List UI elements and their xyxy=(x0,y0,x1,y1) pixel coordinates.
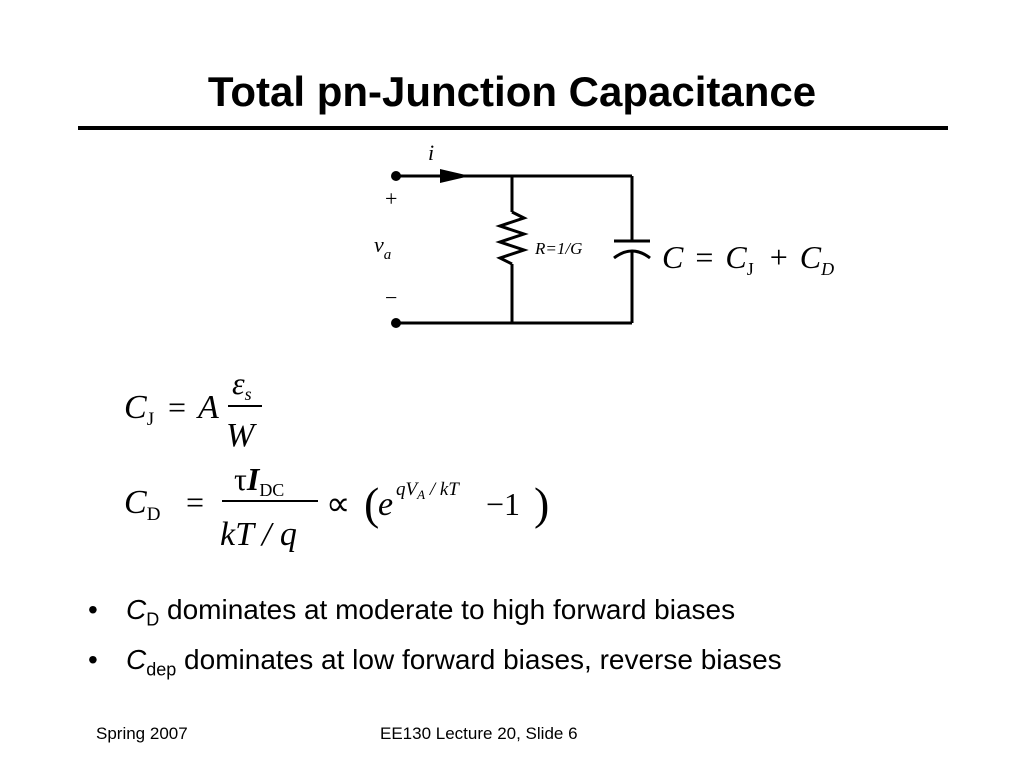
svg-text:): ) xyxy=(534,478,549,529)
svg-text:τIDC: τIDC xyxy=(234,461,284,500)
svg-text:∝: ∝ xyxy=(326,486,350,523)
svg-text:CJ: CJ xyxy=(124,389,154,430)
svg-text:(: ( xyxy=(364,478,379,529)
minus-label: − xyxy=(385,285,397,310)
svg-text:CD: CD xyxy=(124,484,160,525)
bullet-list: • CD dominates at moderate to high forwa… xyxy=(88,586,782,686)
plus-label: + xyxy=(385,186,397,211)
footer-slide-info: EE130 Lecture 20, Slide 6 xyxy=(380,724,578,743)
bullet-glyph: • xyxy=(88,594,98,625)
title-underline xyxy=(78,126,948,130)
voltage-label: va xyxy=(374,232,391,263)
footer-date: Spring 2007 xyxy=(96,724,188,743)
slide-title: Total pn-Junction Capacitance xyxy=(207,68,817,115)
terminal-top xyxy=(391,171,401,181)
bullet-item: • CD dominates at moderate to high forwa… xyxy=(88,586,782,636)
terminal-bottom xyxy=(391,318,401,328)
svg-text:A: A xyxy=(196,389,219,426)
svg-text:e: e xyxy=(378,486,393,523)
svg-text:−1: −1 xyxy=(486,486,520,522)
svg-text:εs: εs xyxy=(232,365,252,404)
resistor-label: R=1/G xyxy=(534,239,582,258)
svg-text:=: = xyxy=(186,484,204,520)
svg-text:kT / q: kT / q xyxy=(220,516,297,553)
equation-cj: CJ = A εs W xyxy=(124,365,262,454)
capacitor-plate-bottom xyxy=(613,249,651,260)
current-label: i xyxy=(428,140,434,165)
current-arrow xyxy=(440,169,470,183)
svg-text:qVA / kT: qVA / kT xyxy=(396,479,460,502)
bullet-item: • Cdep dominates at low forward biases, … xyxy=(88,636,782,686)
resistor-zigzag xyxy=(495,210,529,266)
bullet-glyph: • xyxy=(88,644,98,675)
total-capacitance-equation: C = CJ + CD xyxy=(662,239,834,282)
svg-text:=: = xyxy=(168,389,186,425)
svg-text:W: W xyxy=(226,417,257,454)
equation-cd: CD = τIDC kT / q ∝ ( e qVA / kT −1 ) xyxy=(124,461,549,553)
